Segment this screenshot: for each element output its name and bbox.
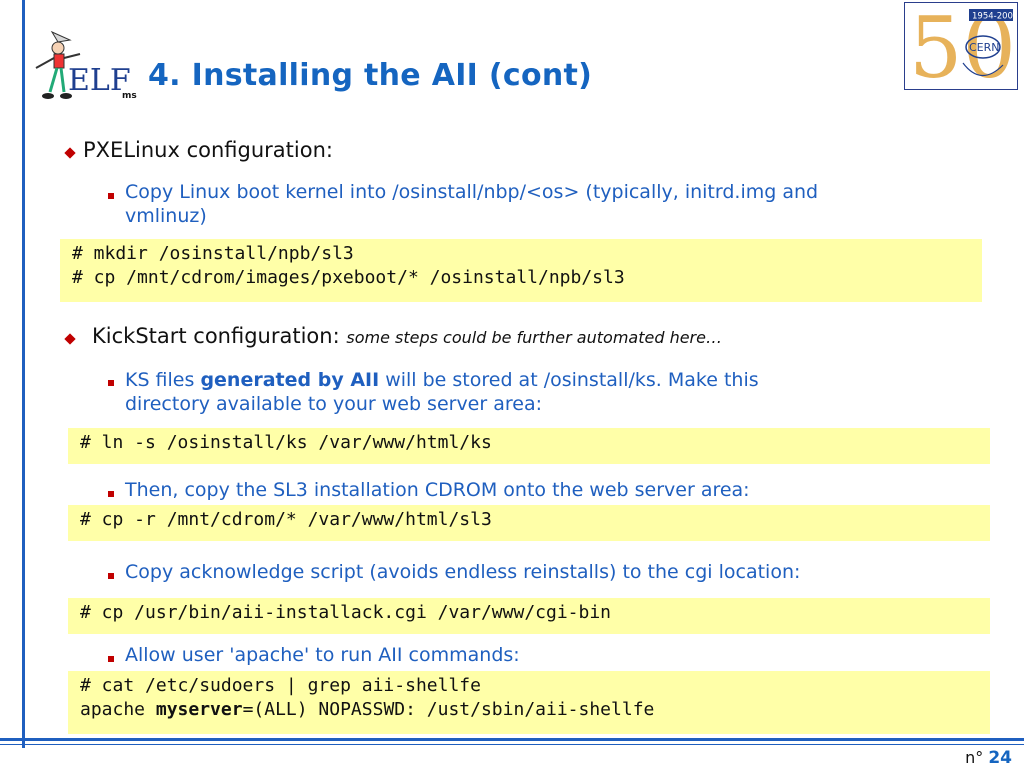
ks-item-1-bold: generated by AII [200, 369, 380, 391]
ks-item-3: Copy acknowledge script (avoids endless … [125, 561, 801, 583]
ks-code-block-2: # cp -r /mnt/cdrom/* /var/www/html/sl3 [68, 505, 990, 541]
pxe-code-line-1: # mkdir /osinstall/npb/sl3 [72, 243, 354, 264]
page-number-value: 24 [988, 748, 1012, 768]
pxe-code-block: # mkdir /osinstall/npb/sl3 # cp /mnt/cdro… [60, 239, 982, 302]
bottom-frame-line-thin [0, 744, 1024, 745]
ks-item-1-pre: KS files [125, 369, 201, 391]
ks-item-1-line-2: directory available to your web server a… [125, 393, 542, 415]
ks-code-4-line-2-pre: apache [80, 699, 156, 720]
elf-logo-subtext: ms [122, 91, 137, 101]
elf-logo: ELF ms [35, 30, 137, 101]
pxe-item-1: Copy Linux boot kernel into /osinstall/n… [125, 180, 818, 228]
ks-heading-note: some steps could be further automated he… [346, 328, 722, 347]
ks-heading-text: KickStart configuration: [92, 324, 340, 348]
pxe-item-1-line-2: vmlinuz) [125, 205, 207, 227]
ks-code-4-line-2-post: =(ALL) NOPASSWD: /ust/sbin/aii-shellfe [242, 699, 655, 720]
page-number: n° 24 [965, 748, 1012, 768]
bullet-square-icon [108, 491, 114, 497]
bottom-frame-line [0, 738, 1024, 741]
bullet-square-icon [108, 380, 114, 386]
ks-code-block-1: # ln -s /osinstall/ks /var/www/html/ks [68, 428, 990, 464]
cern-logo-years: 1954-2004 [972, 12, 1018, 22]
elf-logo-text: ELF [68, 63, 131, 98]
ks-code-4-line-1: # cat /etc/sudoers | grep aii-shellfe [80, 675, 481, 696]
cern-50-logo: 50 1954-2004 CERN [904, 2, 1018, 90]
ks-item-1: KS files generated by AII will be stored… [125, 368, 759, 416]
ks-heading: KickStart configuration: some steps coul… [92, 324, 722, 348]
pxe-heading: PXELinux configuration: [83, 138, 333, 162]
slide-title: 4. Installing the AII (cont) [148, 58, 593, 93]
left-frame-line [22, 0, 25, 748]
cern-logo-name: CERN [969, 41, 1000, 54]
ks-item-2: Then, copy the SL3 installation CDROM on… [125, 479, 750, 501]
bullet-square-icon [108, 656, 114, 662]
ks-item-1-post: will be stored at /osinstall/ks. Make th… [379, 369, 759, 391]
bullet-square-icon [108, 193, 114, 199]
bullet-diamond-icon [64, 147, 76, 159]
page-number-label: n° [965, 748, 984, 767]
ks-code-block-3: # cp /usr/bin/aii-installack.cgi /var/ww… [68, 598, 990, 634]
ks-code-4-line-2-bold: myserver [155, 699, 243, 720]
pxe-item-1-line-1: Copy Linux boot kernel into /osinstall/n… [125, 181, 819, 203]
bullet-square-icon [108, 573, 114, 579]
ks-code-4-line-2: apache myserver=(ALL) NOPASSWD: /ust/sbi… [80, 698, 978, 722]
bullet-diamond-icon [64, 333, 76, 345]
ks-item-4: Allow user 'apache' to run AII commands: [125, 644, 520, 666]
pxe-code-line-2: # cp /mnt/cdrom/images/pxeboot/* /osinst… [72, 267, 625, 288]
